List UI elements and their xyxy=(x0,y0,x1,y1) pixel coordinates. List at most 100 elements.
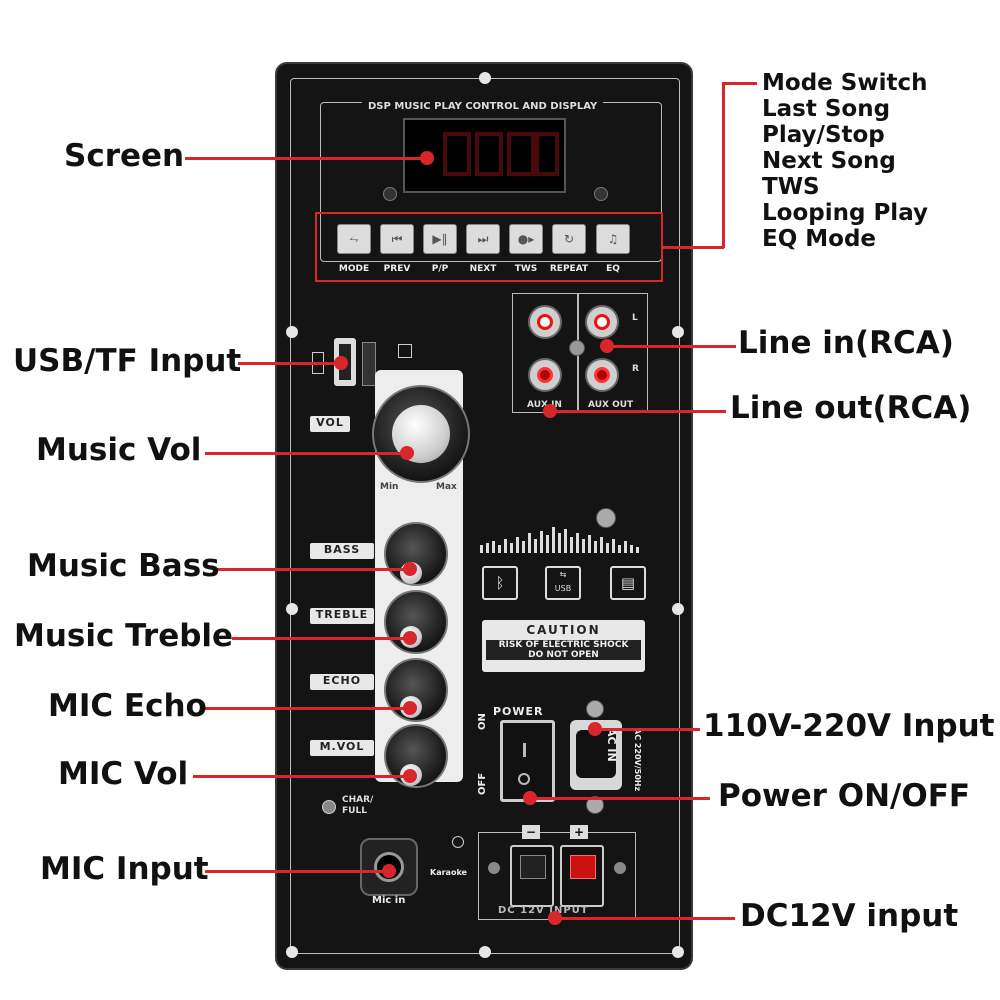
treble-knob[interactable] xyxy=(384,590,448,654)
screen-screw xyxy=(594,187,608,201)
tws-icon: ●▸ xyxy=(517,232,535,246)
music-note-icon: ♫ xyxy=(607,232,619,246)
bass-plate: BASS xyxy=(310,543,374,559)
rca-screw xyxy=(569,340,585,356)
equalizer-graphic xyxy=(480,527,639,553)
vol-max-label: Max xyxy=(436,482,457,492)
mount-hole xyxy=(286,326,298,338)
mount-hole xyxy=(286,603,298,615)
power-off-label: OFF xyxy=(477,772,488,795)
echo-plate: ECHO xyxy=(310,674,374,690)
usb-leader xyxy=(238,362,341,365)
caution-line1: RISK OF ELECTRIC SHOCK xyxy=(486,640,641,650)
ac-screw xyxy=(586,700,604,718)
ac-in-label: AC IN xyxy=(605,728,618,762)
rca-right-label: R xyxy=(632,364,639,374)
button-bracket-bottom xyxy=(663,246,724,249)
button-bracket-vertical xyxy=(722,82,725,248)
rca-frame xyxy=(512,293,648,413)
echo-leader xyxy=(205,707,410,710)
dc-input-label: DC 12V INPUT xyxy=(498,905,589,916)
sd-card-icon xyxy=(398,344,412,358)
caution-line2: DO NOT OPEN xyxy=(486,650,641,660)
mic-input-marker xyxy=(382,864,396,878)
bass-marker xyxy=(403,562,417,576)
charge-label-line1: CHAR/ xyxy=(342,795,374,805)
bass-knob[interactable] xyxy=(384,522,448,586)
power-callout: Power ON/OFF xyxy=(718,778,971,814)
mode-switch-icon: ⥊ xyxy=(349,232,359,246)
ac-input-marker xyxy=(588,722,602,736)
power-label: POWER xyxy=(493,705,544,718)
tf-card-slot[interactable] xyxy=(362,342,376,386)
ac-spec-label: AC 220V/50Hz xyxy=(633,728,642,792)
treble-marker xyxy=(403,631,417,645)
button-function-play: Play/Stop xyxy=(762,122,885,148)
dc-input-callout: DC12V input xyxy=(740,898,959,934)
dc-input-marker xyxy=(548,911,562,925)
play-pause-button[interactable]: ▶∥ xyxy=(423,224,457,254)
next-icon: ⏭ xyxy=(477,232,489,246)
button-row-highlight xyxy=(315,212,663,282)
mic-vol-callout: MIC Vol xyxy=(58,756,189,792)
ac-input-leader xyxy=(595,728,700,731)
dc-minus-label: − xyxy=(522,825,540,839)
aux-out-label: AUX OUT xyxy=(588,400,634,410)
prev-button[interactable]: ⏮ xyxy=(380,224,414,254)
charge-led xyxy=(322,800,336,814)
line-out-marker xyxy=(543,404,557,418)
mount-hole xyxy=(479,946,491,958)
vol-plate: VOL xyxy=(310,416,350,432)
eq-label: EQ xyxy=(606,264,620,274)
aux-out-left-jack[interactable] xyxy=(585,305,619,339)
caution-title: CAUTION xyxy=(526,623,601,637)
mount-hole xyxy=(672,946,684,958)
button-function-mode: Mode Switch xyxy=(762,70,928,96)
next-button[interactable]: ⏭ xyxy=(466,224,500,254)
power-leader xyxy=(530,797,710,800)
mic-vol-plate: M.VOL xyxy=(310,740,374,756)
dc-negative-terminal[interactable] xyxy=(510,845,554,907)
mic-vol-leader xyxy=(193,775,410,778)
usb-icon: ⇆USB xyxy=(545,566,581,600)
mount-hole xyxy=(672,603,684,615)
mount-hole xyxy=(286,946,298,958)
line-in-leader xyxy=(606,345,736,348)
screen-marker xyxy=(420,151,434,165)
eq-button[interactable]: ♫ xyxy=(596,224,630,254)
music-bass-callout: Music Bass xyxy=(27,548,220,584)
mic-in-label: Mic in xyxy=(372,895,406,906)
music-treble-callout: Music Treble xyxy=(14,618,234,654)
music-volume-knob[interactable] xyxy=(372,385,470,483)
repeat-button[interactable]: ↻ xyxy=(552,224,586,254)
dc-screw xyxy=(614,862,626,874)
button-function-repeat: Looping Play xyxy=(762,200,928,226)
mount-hole xyxy=(479,72,491,84)
dc-screw xyxy=(488,862,500,874)
mode-button[interactable]: ⥊ xyxy=(337,224,371,254)
vol-min-label: Min xyxy=(380,482,399,492)
tws-button[interactable]: ●▸ xyxy=(509,224,543,254)
usb-tf-callout: USB/TF Input xyxy=(13,343,242,379)
bass-leader xyxy=(215,568,410,571)
charge-label-line2: FULL xyxy=(342,806,367,816)
button-function-tws: TWS xyxy=(762,174,820,200)
echo-knob[interactable] xyxy=(384,658,448,722)
echo-marker xyxy=(403,701,417,715)
mic-input-leader xyxy=(205,870,390,873)
play-pause-icon: ▶∥ xyxy=(432,232,448,246)
aux-in-right-jack[interactable] xyxy=(528,358,562,392)
rca-left-label: L xyxy=(632,313,638,323)
aux-out-right-jack[interactable] xyxy=(585,358,619,392)
prev-label: PREV xyxy=(383,264,411,274)
tws-label: TWS xyxy=(514,264,538,274)
dsp-title-wrap: DSP MUSIC PLAY CONTROL AND DISPLAY xyxy=(362,94,604,113)
line-out-callout: Line out(RCA) xyxy=(730,390,972,426)
line-out-leader xyxy=(550,410,726,413)
power-rocker-switch[interactable] xyxy=(500,720,555,802)
dc-positive-terminal[interactable] xyxy=(560,845,604,907)
panel-screw xyxy=(596,508,616,528)
power-marker xyxy=(523,791,537,805)
repeat-icon: ↻ xyxy=(563,232,575,246)
aux-in-left-jack[interactable] xyxy=(528,305,562,339)
